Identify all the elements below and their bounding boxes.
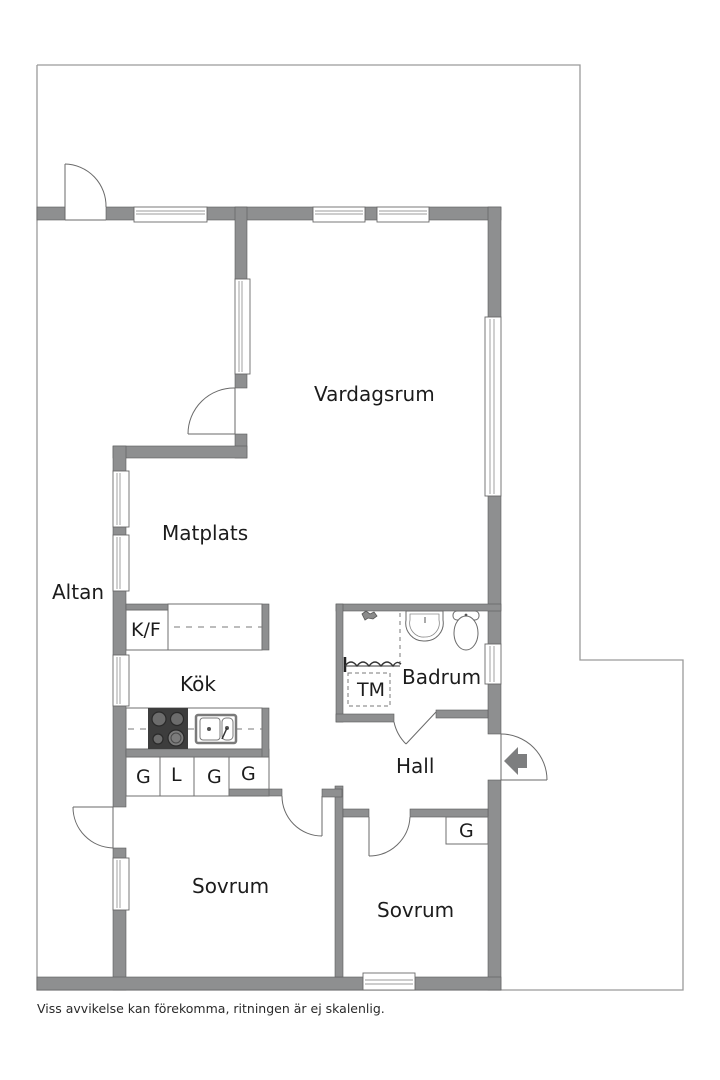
wall-left-2 [112, 526, 127, 536]
room-label-matplats: Matplats [162, 521, 249, 545]
window-badrum [484, 643, 502, 685]
washbasin-icon [405, 610, 444, 642]
window-matplats-1 [112, 470, 130, 528]
room-label-kok: Kök [180, 672, 216, 696]
wall-sovrum2-top-1 [342, 808, 370, 818]
window-top-1 [133, 206, 208, 223]
entrance-arrow-icon [504, 747, 527, 775]
wall-inner-v1 [234, 206, 248, 280]
washing-machine-label: TM [357, 679, 385, 701]
wall-counter-right [261, 707, 270, 758]
door-altan-top [64, 163, 107, 221]
wall-top-left [36, 206, 66, 221]
wall-sovrum2-top-2 [409, 808, 489, 818]
wall-right-4 [487, 779, 502, 991]
wall-bath-bottom-1 [335, 713, 395, 723]
kitchen-storage-label-4: G [241, 763, 256, 785]
window-right-living [484, 316, 502, 497]
plot-outline [36, 64, 684, 991]
wall-bath-top [335, 603, 502, 612]
kitchen-storage-label-3: G [207, 766, 222, 788]
door-entrance [500, 733, 548, 781]
wall-inner-v2 [234, 373, 248, 389]
fridge-freezer-label: K/F [131, 619, 161, 641]
window-top-2 [312, 206, 366, 223]
room-label-sovrum-1: Sovrum [192, 874, 270, 898]
wall-top-3 [364, 206, 378, 221]
wall-top-1 [105, 206, 135, 221]
room-label-badrum: Badrum [402, 665, 482, 689]
wall-left-3 [112, 590, 127, 656]
wall-bath-bottom-2 [435, 709, 489, 719]
wall-bath-left [335, 603, 344, 723]
hall-storage-box [445, 816, 489, 845]
kitchen-storage-label-1: G [136, 766, 151, 788]
wall-right-2 [487, 495, 502, 645]
toilet-icon [452, 610, 480, 651]
wall-sovrum1-stub [321, 788, 343, 798]
door-sovrum1-hall [281, 795, 323, 837]
door-sovrum1-altan [72, 806, 114, 849]
wall-right-3 [487, 683, 502, 735]
stove-icon [148, 708, 188, 749]
window-kitchen [112, 654, 130, 707]
window-matplats-2 [112, 534, 130, 592]
window-top-3 [376, 206, 430, 223]
shower-curtain [343, 657, 402, 672]
window-sovrum-1 [112, 857, 130, 911]
window-sovrum-2 [362, 972, 416, 991]
wall-matplats-top [112, 445, 248, 459]
kitchen-storage-label-2: L [171, 764, 182, 786]
wall-left-1 [112, 445, 127, 472]
room-label-vardagsrum: Vardagsrum [314, 382, 435, 406]
door-badrum [393, 711, 437, 745]
wall-left-5 [112, 847, 127, 859]
storage-row [125, 756, 270, 797]
shower-icon [361, 610, 378, 621]
room-label-sovrum-2: Sovrum [377, 898, 455, 922]
room-label-altan: Altan [52, 580, 105, 604]
wall-kitchen-right [261, 603, 270, 651]
wall-counter-base [125, 748, 270, 758]
door-living-terrace [187, 387, 236, 435]
hall-storage-label: G [459, 820, 474, 842]
wall-left-4 [112, 705, 127, 808]
sink-icon [194, 713, 238, 745]
wall-kitchen-top [125, 603, 169, 611]
door-sovrum2 [368, 816, 411, 857]
wall-top-2 [206, 206, 314, 221]
room-label-hall: Hall [396, 754, 435, 778]
window-inner-vertical [234, 278, 251, 375]
wall-sovrum1-right [334, 785, 344, 978]
wall-bottom-1 [36, 976, 364, 991]
wall-bottom-2 [414, 976, 502, 991]
disclaimer-text: Viss avvikelse kan förekomma, ritningen … [37, 1001, 385, 1016]
washing-machine-box [347, 672, 391, 707]
wall-closet-bottom [228, 788, 283, 797]
wall-right-1 [487, 206, 502, 318]
